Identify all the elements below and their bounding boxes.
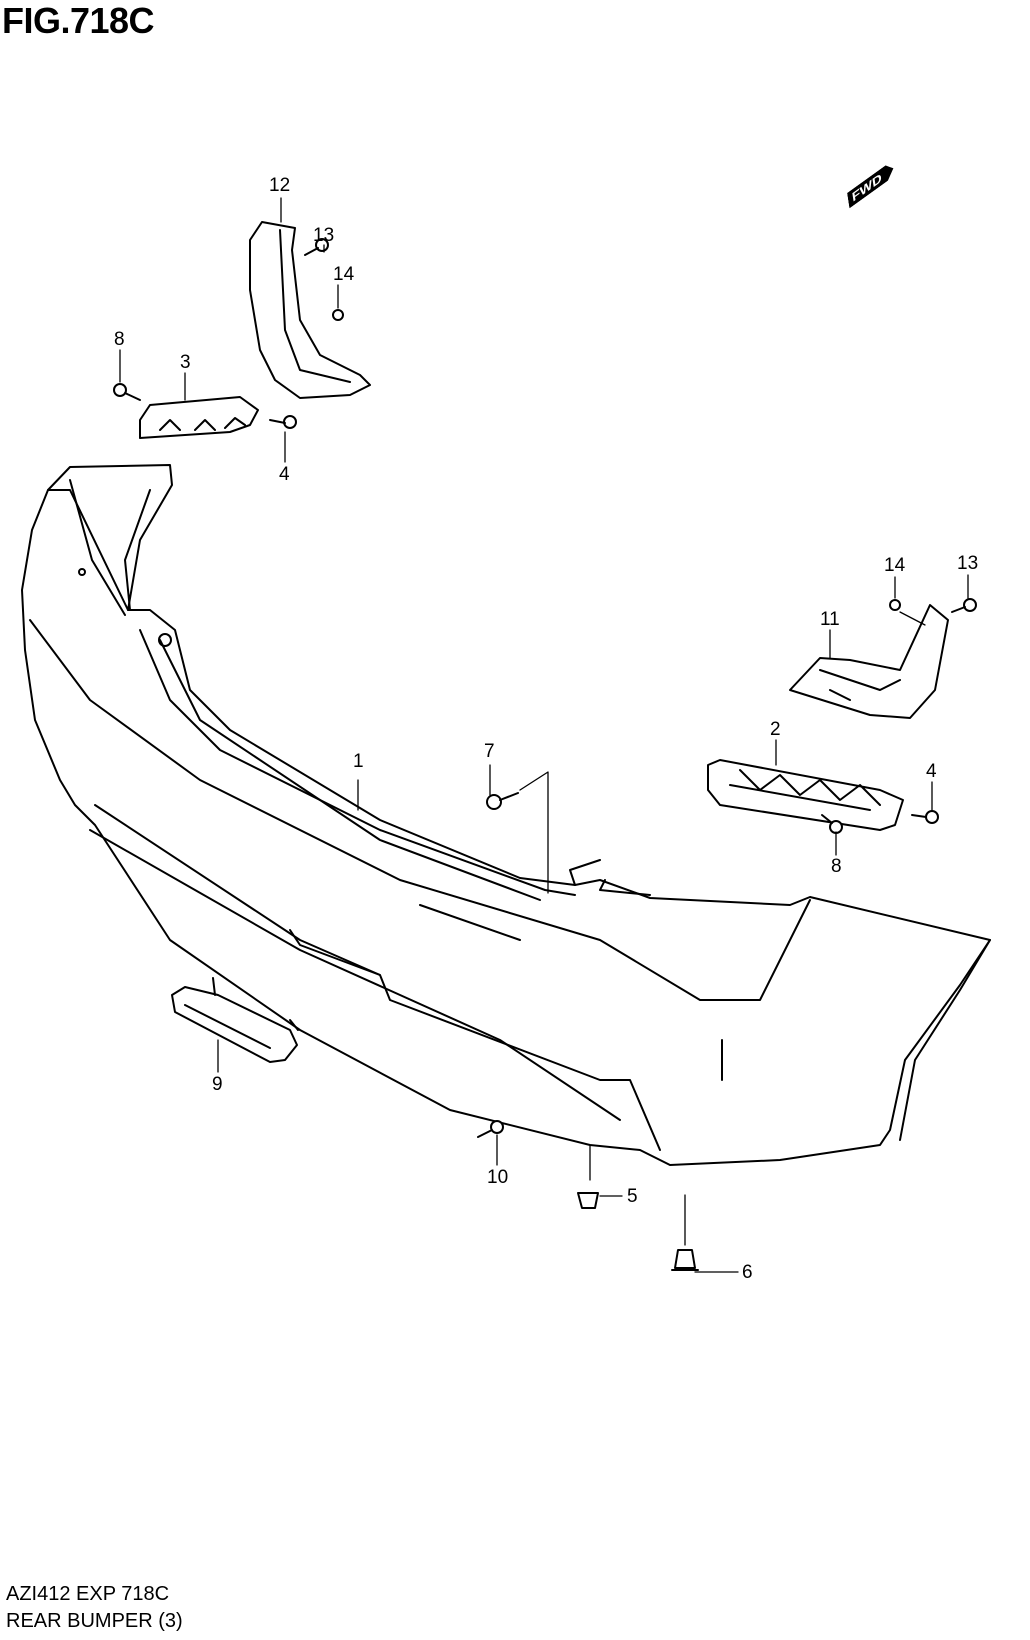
bumper-cover-part: [21, 464, 991, 1166]
fasteners: [113, 238, 977, 1271]
callout-13-left: 13: [313, 225, 335, 246]
leader-lines: [119, 197, 969, 1273]
callout-4-left: 4: [279, 464, 290, 485]
callout-12: 12: [269, 175, 291, 196]
callout-7: 7: [484, 741, 495, 762]
callout-4-right: 4: [926, 761, 937, 782]
callout-13-right: 13: [957, 553, 979, 574]
bracket-left-part: [139, 396, 259, 439]
diagram-name: REAR BUMPER (3): [6, 1610, 183, 1632]
callout-8-right: 8: [831, 856, 842, 877]
callout-2: 2: [770, 719, 781, 740]
callout-8-left: 8: [114, 329, 125, 350]
callout-5: 5: [627, 1186, 638, 1207]
diagram-code: AZI412 EXP 718C: [6, 1583, 170, 1605]
callout-10: 10: [487, 1167, 509, 1188]
figure-title: FIG.718C: [2, 0, 155, 41]
reflector-part: [171, 977, 299, 1063]
callout-14-left: 14: [333, 264, 355, 285]
callout-3: 3: [180, 352, 191, 373]
mudguard-left-part: [249, 221, 371, 399]
callout-14-right: 14: [884, 555, 906, 576]
callout-1: 1: [353, 751, 364, 772]
callout-6: 6: [742, 1262, 753, 1283]
mudguard-right-part: [789, 604, 949, 719]
bracket-right-part: [707, 759, 904, 831]
callout-11: 11: [820, 609, 840, 630]
callout-9: 9: [212, 1074, 223, 1095]
